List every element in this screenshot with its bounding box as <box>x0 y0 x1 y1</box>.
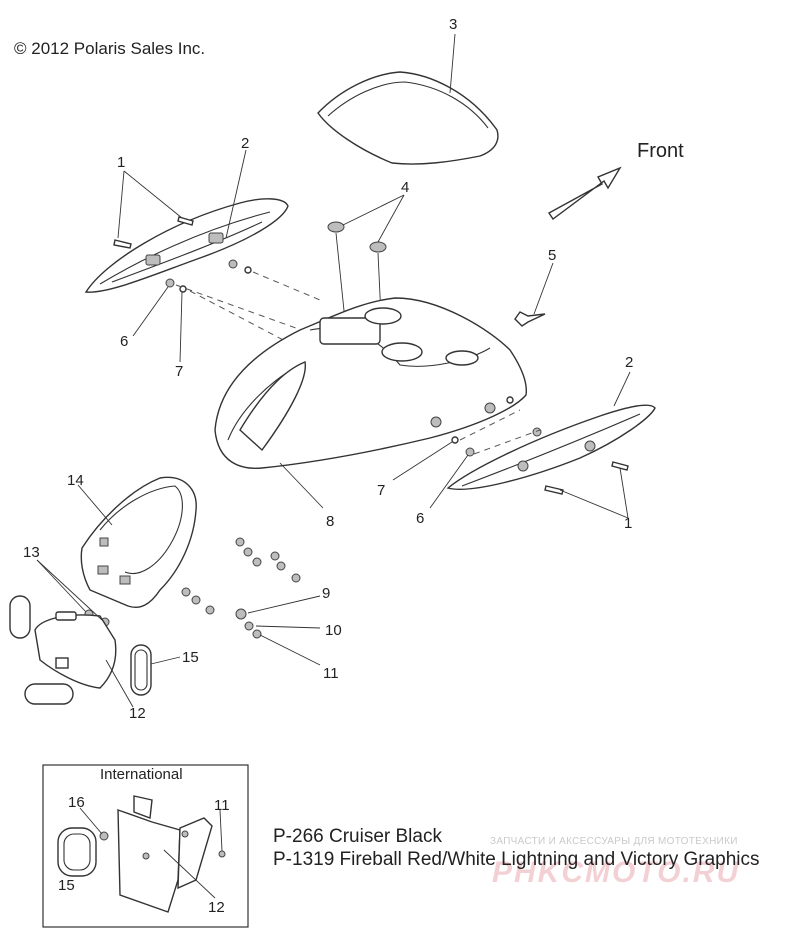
left-side-cover <box>84 198 289 293</box>
callout-9: 9 <box>322 585 331 602</box>
callout-7: 7 <box>175 363 184 380</box>
callout-1-right: 1 <box>624 515 633 532</box>
license-bracket <box>80 476 197 608</box>
watermark-subtitle: ЗАПЧАСТИ И АКСЕССУАРЫ ДЛЯ МОТОТЕХНИКИ <box>490 836 738 847</box>
inset-callout-12: 12 <box>208 899 225 916</box>
lamp-left-lower <box>24 683 74 705</box>
copyright-text: © 2012 Polaris Sales Inc. <box>14 39 206 58</box>
callout-8: 8 <box>326 513 335 530</box>
callout-11: 11 <box>323 665 339 682</box>
clip-5 <box>514 311 546 327</box>
inset-callout-11: 11 <box>214 797 230 814</box>
license-plate-mount <box>34 614 117 689</box>
tail-body <box>214 297 527 469</box>
part-number-line-1: P-266 Cruiser Black <box>273 826 442 847</box>
callout-1: 1 <box>117 154 126 171</box>
callout-6-right: 6 <box>416 510 425 527</box>
seat-pad <box>317 71 499 165</box>
callout-2-right: 2 <box>625 354 634 371</box>
callout-3: 3 <box>449 16 458 33</box>
watermark-brand: PHKCMOTO.RU <box>492 856 741 889</box>
callout-7-right: 7 <box>377 482 386 499</box>
callout-2: 2 <box>241 135 250 152</box>
inset-callout-15: 15 <box>58 877 75 894</box>
front-arrow <box>547 166 622 221</box>
callout-5: 5 <box>548 247 557 264</box>
callout-13: 13 <box>23 544 40 561</box>
right-side-cover <box>446 404 656 490</box>
inset-title: International <box>100 766 183 783</box>
plug-4b <box>369 241 387 253</box>
plug-4a <box>327 221 345 233</box>
fastener-cluster <box>181 537 301 639</box>
lamp-15 <box>130 644 152 696</box>
callout-4: 4 <box>401 179 410 196</box>
front-label: Front <box>637 140 684 162</box>
part-number-line-2: P-1319 Fireball Red/White Lightning and … <box>273 849 760 870</box>
callout-14: 14 <box>67 472 84 489</box>
callout-12: 12 <box>129 705 146 722</box>
callout-10: 10 <box>325 622 342 639</box>
callout-6: 6 <box>120 333 129 350</box>
callout-15: 15 <box>182 649 199 666</box>
lamp-left-upper <box>9 595 31 639</box>
inset-callout-16: 16 <box>68 794 85 811</box>
